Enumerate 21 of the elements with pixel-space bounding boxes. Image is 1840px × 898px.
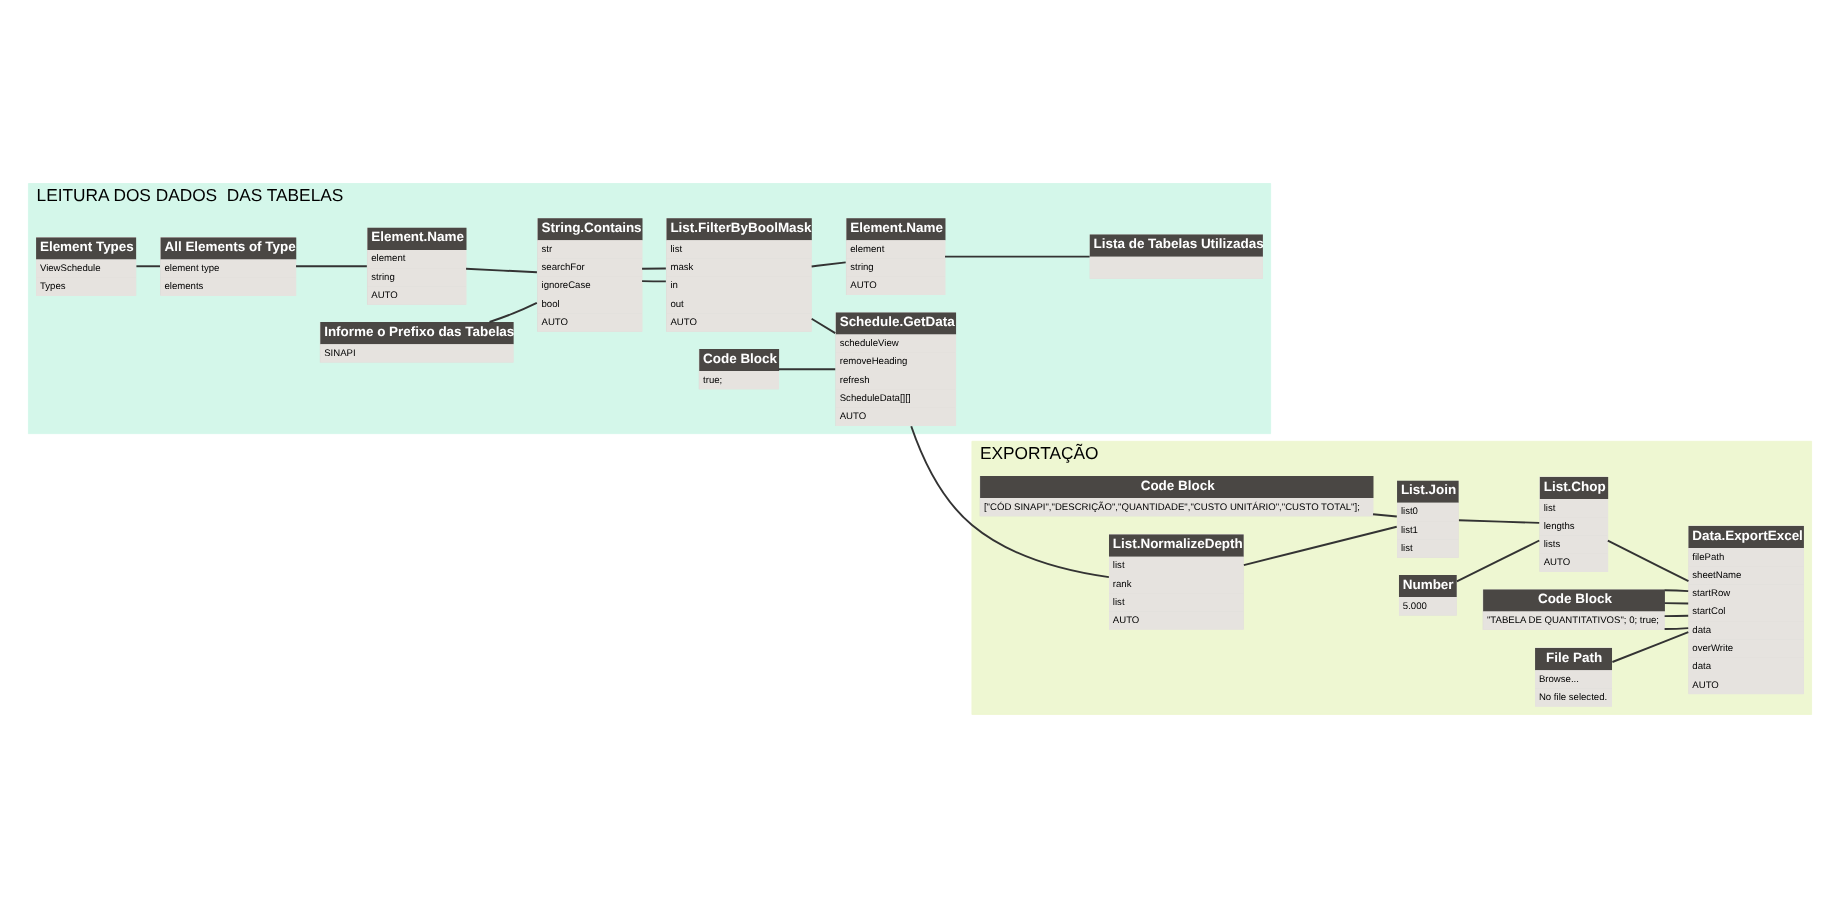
connector [810,317,837,335]
connector [1663,627,1690,631]
connector [1611,631,1690,663]
connector [641,267,667,270]
connector [1606,539,1690,583]
connector [810,261,847,268]
connector [465,267,538,274]
connector [910,425,1110,579]
connector [295,265,368,268]
connector [1242,525,1398,566]
connector [641,280,667,283]
connector [1663,602,1690,605]
connector [1372,513,1398,518]
connector [944,255,1091,258]
connector [777,368,837,371]
connector [135,265,161,268]
connector [1458,519,1541,524]
connector [1455,539,1541,583]
connector [1663,614,1690,618]
connector [488,301,538,323]
connector [1663,589,1690,593]
